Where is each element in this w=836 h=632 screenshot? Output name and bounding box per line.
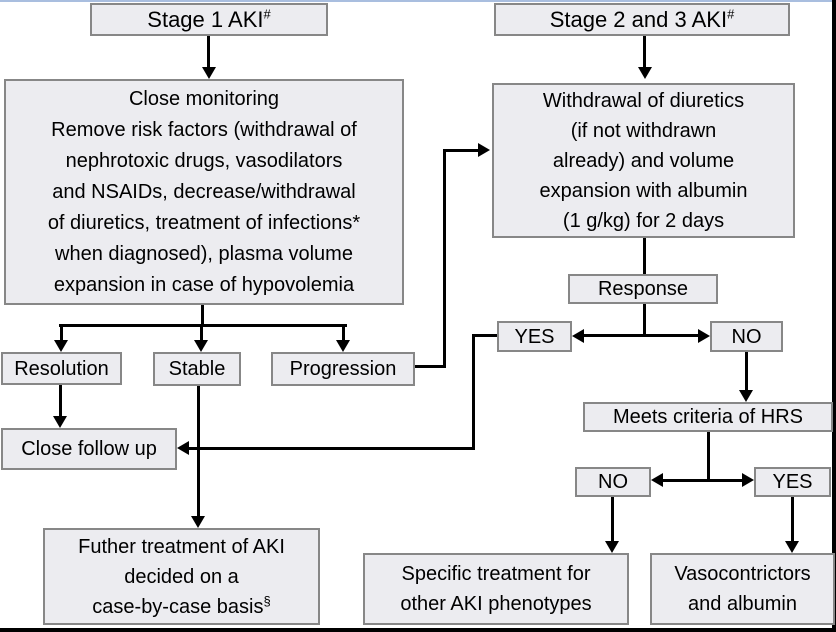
connector-progression-up xyxy=(443,150,446,368)
arrowhead-right xyxy=(742,473,754,487)
connector-resolution-followup xyxy=(59,385,62,418)
node-specific-treatment: Specific treatment for other AKI phenoty… xyxy=(363,553,629,625)
connector-to-stable xyxy=(200,324,203,342)
connector-progression-out xyxy=(415,365,446,368)
node-withdrawal-diuretics: Withdrawal of diuretics (if not withdraw… xyxy=(492,83,795,238)
node-close-monitoring: Close monitoring Remove risk factors (wi… xyxy=(4,79,404,305)
connector-response-split xyxy=(643,304,646,337)
footnote-marker: # xyxy=(727,6,735,22)
arrowhead-down xyxy=(739,390,753,402)
connector-response-bar xyxy=(580,334,702,337)
node-resolution: Resolution xyxy=(1,352,122,385)
connector-no-specific xyxy=(611,497,614,543)
arrowhead-down xyxy=(638,67,652,79)
arrowhead-left xyxy=(572,329,584,343)
node-response-yes: YES xyxy=(497,321,572,352)
arrowhead-right xyxy=(698,329,710,343)
node-meets-hrs: Meets criteria of HRS xyxy=(583,402,833,432)
connector-stage23-withdrawal xyxy=(643,36,646,69)
connector-hrs-bar xyxy=(659,479,749,482)
connector-yes-down xyxy=(472,334,475,450)
arrowhead-down xyxy=(191,516,205,528)
connector-yes-vaso xyxy=(791,497,794,543)
arrowhead-left xyxy=(651,473,663,487)
arrowhead-down xyxy=(336,340,350,352)
arrowhead-down xyxy=(202,67,216,79)
connector-split-bar xyxy=(59,324,347,327)
connector-stage1-monitoring xyxy=(207,36,210,69)
top-edge-line xyxy=(0,0,836,2)
connector-progression-in xyxy=(443,149,480,152)
node-hrs-yes: YES xyxy=(754,467,831,497)
node-further-treatment: Futher treatment of AKI decided on a cas… xyxy=(43,528,320,625)
arrowhead-down xyxy=(785,541,799,553)
node-response-no: NO xyxy=(710,321,783,352)
node-stage2-3-aki: Stage 2 and 3 AKI# xyxy=(494,3,790,36)
connector-withdrawal-response xyxy=(643,238,646,274)
arrowhead-down xyxy=(54,340,68,352)
connector-to-progression xyxy=(342,324,345,342)
arrowhead-left xyxy=(177,441,189,455)
connector-monitoring-split xyxy=(201,305,204,327)
node-hrs-no: NO xyxy=(575,467,651,497)
right-frame-edge xyxy=(832,0,836,632)
connector-no-hrs xyxy=(745,352,748,392)
connector-hrs-split xyxy=(707,432,710,482)
footnote-marker: § xyxy=(263,592,271,608)
bottom-frame-edge xyxy=(0,628,836,632)
node-close-followup: Close follow up xyxy=(1,428,177,470)
footnote-marker: # xyxy=(263,6,271,22)
arrowhead-down xyxy=(605,541,619,553)
arrowhead-down xyxy=(194,340,208,352)
connector-yes-out xyxy=(472,334,497,337)
connector-stable-further xyxy=(197,386,200,518)
arrowhead-right xyxy=(478,143,490,157)
connector-yes-followup xyxy=(187,447,475,450)
node-stable: Stable xyxy=(153,352,241,386)
arrowhead-down xyxy=(53,416,67,428)
node-response: Response xyxy=(568,274,718,304)
node-vasoconstrictors: Vasocontrictors and albumin xyxy=(650,553,835,625)
node-stage1-aki: Stage 1 AKI# xyxy=(90,3,328,36)
connector-to-resolution xyxy=(60,324,63,342)
node-progression: Progression xyxy=(271,352,415,386)
